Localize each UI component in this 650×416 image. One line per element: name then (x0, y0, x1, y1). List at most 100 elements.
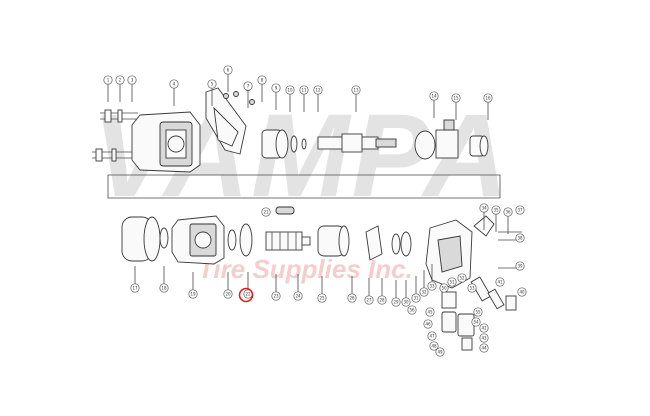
callout-bubble (515, 233, 525, 243)
rotor (265, 231, 311, 251)
callout-bubble (419, 287, 429, 297)
callout-bubble (261, 207, 271, 217)
callout-number: 56 (409, 307, 415, 312)
callout-bubble (401, 297, 411, 307)
callout-bubble (427, 331, 437, 341)
callout-number: 46 (425, 321, 431, 326)
callout-number: 53 (469, 285, 475, 290)
callout-bubble (423, 319, 433, 329)
callout-number: 32 (421, 289, 427, 294)
callout-number: 15 (453, 95, 459, 100)
pin-part (275, 206, 295, 215)
callout-number: 31 (413, 295, 419, 300)
callout-number: 3 (131, 77, 134, 82)
callout-bubble (223, 65, 233, 75)
rotor-cylinder (317, 225, 350, 257)
callout-bubble (503, 207, 513, 217)
callout-bubble (429, 91, 439, 101)
callout-bubble (479, 343, 489, 353)
callout-bubble (169, 79, 179, 89)
callout-number: 37 (517, 207, 523, 212)
callout-number: 12 (315, 87, 321, 92)
callout-number: 33 (429, 283, 435, 288)
callout-bubble (457, 273, 467, 283)
callout-number: 18 (161, 285, 167, 290)
callout-number: 17 (132, 285, 138, 290)
callout-bubble (127, 75, 137, 85)
callout-bubble (479, 333, 489, 343)
callout-bubble (313, 85, 323, 95)
callout-bubble (115, 75, 125, 85)
front-bearing-bottom (400, 231, 412, 257)
callout-number: 16 (485, 95, 491, 100)
callout-number: 55 (475, 309, 481, 314)
callout-number: 36 (505, 209, 511, 214)
callout-number: 29 (393, 299, 399, 304)
callout-number: 14 (431, 93, 437, 98)
callout-bubble (347, 293, 357, 303)
callout-number: 9 (275, 85, 278, 90)
callout-bubble (495, 277, 505, 287)
assembly-connector-lower (107, 175, 500, 199)
callout-bubble (285, 85, 295, 95)
callout-number: 13 (353, 87, 359, 92)
front-gasket (391, 233, 401, 255)
callout-bubble (351, 85, 361, 95)
callout-number: 26 (349, 295, 355, 300)
hammer-cage (414, 119, 489, 160)
callout-number: 8 (261, 77, 264, 82)
callout-number: 5 (211, 81, 214, 86)
callout-number: 7 (247, 83, 250, 88)
callout-bubble (293, 291, 303, 301)
callout-number: 47 (429, 333, 435, 338)
callout-bubble (188, 289, 198, 299)
callout-bubble (479, 203, 489, 213)
callout-bubble (207, 79, 217, 89)
callout-number: 48 (431, 343, 437, 348)
callout-bubble (427, 281, 437, 291)
callout-number: 6 (227, 67, 230, 72)
callout-number: 44 (481, 345, 487, 350)
callout-number: 38 (517, 235, 523, 240)
callout-bubble (483, 93, 493, 103)
rear-plate (227, 229, 237, 251)
callout-number: 42 (481, 325, 487, 330)
handle-assembly (425, 215, 495, 289)
callout-bubble (271, 83, 281, 93)
callout-bubble (271, 291, 281, 301)
callout-number: 11 (301, 87, 307, 92)
callout-bubble (130, 283, 140, 293)
regulator-stack (441, 291, 475, 351)
front-bearing (261, 129, 307, 159)
assembly-connector-upper (108, 174, 501, 198)
callout-bubble (299, 85, 309, 95)
callout-number: 30 (403, 299, 409, 304)
callout-number: 54 (473, 319, 479, 324)
callout-bubble (407, 305, 417, 315)
front-plate (365, 225, 383, 261)
callout-number: 43 (481, 335, 487, 340)
callout-bubble (159, 283, 169, 293)
callout-number: 34 (481, 205, 487, 210)
watermark-tagline: Tire Supplies Inc. (198, 254, 413, 284)
callout-bubble (471, 317, 481, 327)
callout-number: 49 (437, 349, 443, 354)
callout-number: 27 (366, 297, 372, 302)
callout-number: 52 (459, 275, 465, 280)
callout-bubble (243, 81, 253, 91)
callout-bubble (447, 277, 457, 287)
callout-number: 51 (449, 279, 455, 284)
callout-bubble (451, 93, 461, 103)
callout-bubble (425, 307, 435, 317)
callout-bubble (439, 283, 449, 293)
callout-bubble (473, 307, 483, 317)
callout-bubble (429, 341, 439, 351)
callout-bubble (491, 205, 501, 215)
valve-assembly (470, 276, 517, 311)
handle-plate (205, 85, 255, 155)
bolt-set-top-left (92, 109, 138, 162)
callout-number: 21 (263, 209, 269, 214)
callout-bubble (377, 295, 387, 305)
leader-lines (107, 74, 509, 298)
motor-housing (131, 111, 201, 173)
